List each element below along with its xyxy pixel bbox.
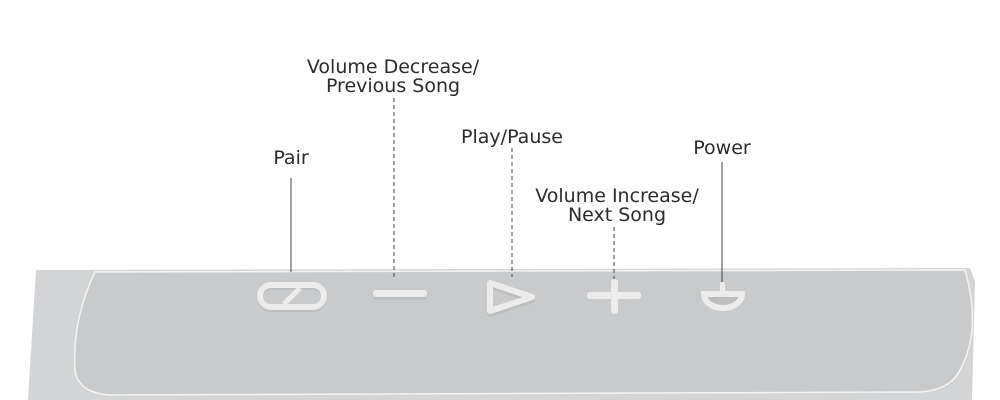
volume-increase-label: Volume Increase/ Next Song bbox=[535, 187, 699, 225]
pair-button-icon[interactable] bbox=[257, 282, 327, 312]
volume-increase-label-line1: Volume Increase/ bbox=[535, 185, 699, 207]
play-pause-button-icon[interactable] bbox=[487, 280, 535, 317]
volume-decrease-label-line2: Previous Song bbox=[325, 75, 461, 97]
volume-decrease-label: Volume Decrease/ Previous Song bbox=[307, 58, 479, 96]
power-button-icon[interactable] bbox=[700, 282, 746, 311]
volume-decrease-button-icon[interactable] bbox=[373, 290, 427, 300]
volume-increase-button-icon[interactable] bbox=[587, 279, 641, 314]
play-pause-label: Play/Pause bbox=[461, 126, 563, 148]
power-label: Power bbox=[693, 137, 751, 159]
volume-increase-label-line2: Next Song bbox=[567, 204, 667, 226]
pair-label: Pair bbox=[273, 147, 309, 169]
speaker-top-panel bbox=[73, 269, 974, 396]
volume-decrease-label-line1: Volume Decrease/ bbox=[306, 56, 480, 78]
